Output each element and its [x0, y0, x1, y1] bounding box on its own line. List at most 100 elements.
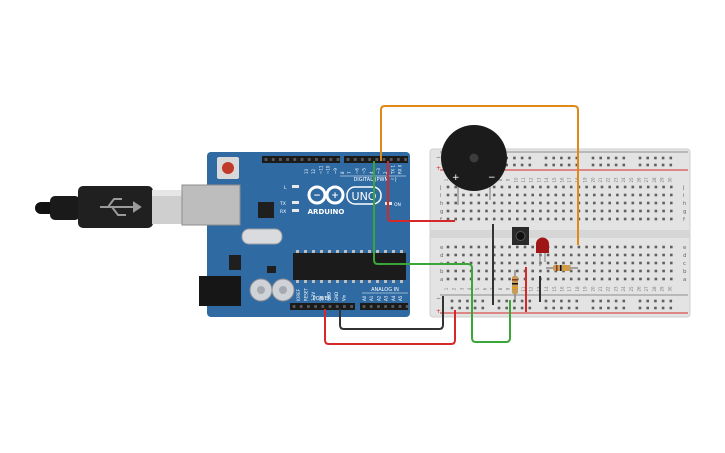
breadboard-hole[interactable] [569, 261, 573, 265]
breadboard-hole[interactable] [508, 277, 511, 281]
breadboard-hole[interactable] [528, 156, 532, 160]
breadboard-hole[interactable] [591, 156, 595, 160]
breadboard-hole[interactable] [500, 245, 504, 249]
breadboard-hole[interactable] [623, 253, 627, 257]
breadboard-hole[interactable] [654, 277, 658, 281]
breadboard-hole[interactable] [462, 217, 465, 221]
breadboard-hole[interactable] [508, 209, 511, 213]
breadboard-hole[interactable] [569, 193, 573, 197]
breadboard-hole[interactable] [546, 261, 550, 265]
breadboard-hole[interactable] [500, 269, 504, 273]
breadboard-hole[interactable] [646, 277, 650, 281]
breadboard-hole[interactable] [485, 193, 488, 197]
breadboard-hole[interactable] [505, 299, 508, 303]
breadboard-hole[interactable] [639, 217, 642, 221]
breadboard-hole[interactable] [662, 217, 665, 221]
breadboard-hole[interactable] [600, 209, 604, 213]
breadboard-hole[interactable] [513, 156, 516, 160]
breadboard-hole[interactable] [508, 261, 511, 265]
breadboard-hole[interactable] [500, 209, 504, 213]
breadboard-hole[interactable] [623, 209, 627, 213]
breadboard-hole[interactable] [516, 253, 519, 257]
breadboard-hole[interactable] [575, 299, 579, 303]
breadboard-hole[interactable] [623, 201, 627, 205]
breadboard-hole[interactable] [654, 201, 658, 205]
breadboard-hole[interactable] [631, 253, 635, 257]
breadboard-hole[interactable] [544, 299, 548, 303]
breadboard-hole[interactable] [546, 209, 550, 213]
breadboard-hole[interactable] [646, 269, 650, 273]
breadboard-hole[interactable] [654, 299, 657, 303]
breadboard-hole[interactable] [639, 269, 642, 273]
breadboard-hole[interactable] [593, 261, 596, 265]
breadboard-hole[interactable] [639, 209, 642, 213]
breadboard-hole[interactable] [646, 201, 650, 205]
breadboard-hole[interactable] [554, 201, 558, 205]
breadboard-hole[interactable] [492, 245, 496, 249]
breadboard-hole[interactable] [546, 201, 550, 205]
breadboard-hole[interactable] [607, 306, 610, 310]
breadboard-hole[interactable] [520, 306, 524, 310]
breadboard-hole[interactable] [477, 193, 481, 197]
breadboard-hole[interactable] [600, 245, 604, 249]
breadboard-hole[interactable] [662, 269, 665, 273]
breadboard-hole[interactable] [622, 299, 626, 303]
breadboard-hole[interactable] [669, 163, 673, 167]
breadboard-hole[interactable] [577, 253, 581, 257]
breadboard-hole[interactable] [599, 299, 602, 303]
breadboard-hole[interactable] [631, 245, 635, 249]
breadboard-hole[interactable] [646, 209, 650, 213]
breadboard-hole[interactable] [569, 217, 573, 221]
breadboard-hole[interactable] [670, 193, 673, 197]
breadboard-hole[interactable] [654, 209, 658, 213]
breadboard-hole[interactable] [508, 245, 511, 249]
red-wire-5v[interactable] [324, 309, 456, 345]
breadboard-hole[interactable] [492, 185, 496, 189]
breadboard-hole[interactable] [646, 217, 650, 221]
breadboard-hole[interactable] [546, 277, 550, 281]
breadboard-hole[interactable] [654, 185, 658, 189]
breadboard-hole[interactable] [599, 306, 602, 310]
breadboard-hole[interactable] [531, 277, 534, 281]
breadboard-hole[interactable] [546, 193, 550, 197]
breadboard-hole[interactable] [662, 245, 665, 249]
breadboard-hole[interactable] [622, 156, 626, 160]
breadboard-hole[interactable] [528, 299, 532, 303]
breadboard-hole[interactable] [600, 261, 604, 265]
breadboard-hole[interactable] [599, 163, 602, 167]
breadboard-hole[interactable] [646, 193, 650, 197]
breadboard-hole[interactable] [552, 299, 555, 303]
breadboard-hole[interactable] [608, 253, 611, 257]
breadboard-hole[interactable] [608, 217, 611, 221]
breadboard-hole[interactable] [600, 269, 604, 273]
breadboard-hole[interactable] [593, 193, 596, 197]
breadboard-hole[interactable] [554, 253, 558, 257]
breadboard-hole[interactable] [462, 269, 465, 273]
breadboard-hole[interactable] [544, 306, 548, 310]
breadboard-hole[interactable] [546, 185, 550, 189]
breadboard-hole[interactable] [639, 253, 642, 257]
breadboard-hole[interactable] [614, 156, 618, 160]
breadboard-hole[interactable] [654, 156, 657, 160]
breadboard-hole[interactable] [481, 299, 485, 303]
breadboard-hole[interactable] [654, 193, 658, 197]
breadboard-hole[interactable] [446, 217, 450, 221]
breadboard-hole[interactable] [646, 163, 649, 167]
breadboard-hole[interactable] [462, 253, 465, 257]
breadboard-hole[interactable] [670, 185, 673, 189]
breadboard-hole[interactable] [670, 253, 673, 257]
breadboard-hole[interactable] [646, 253, 650, 257]
breadboard-hole[interactable] [608, 261, 611, 265]
piezo-buzzer[interactable]: + − [441, 125, 507, 205]
breadboard-hole[interactable] [669, 156, 673, 160]
breadboard-hole[interactable] [567, 156, 571, 160]
breadboard-hole[interactable] [469, 217, 473, 221]
breadboard-hole[interactable] [508, 253, 511, 257]
breadboard-hole[interactable] [670, 269, 673, 273]
breadboard-hole[interactable] [593, 269, 596, 273]
breadboard-hole[interactable] [616, 193, 619, 197]
breadboard-hole[interactable] [492, 253, 496, 257]
breadboard-hole[interactable] [600, 201, 604, 205]
breadboard-hole[interactable] [554, 217, 558, 221]
breadboard-hole[interactable] [466, 299, 469, 303]
